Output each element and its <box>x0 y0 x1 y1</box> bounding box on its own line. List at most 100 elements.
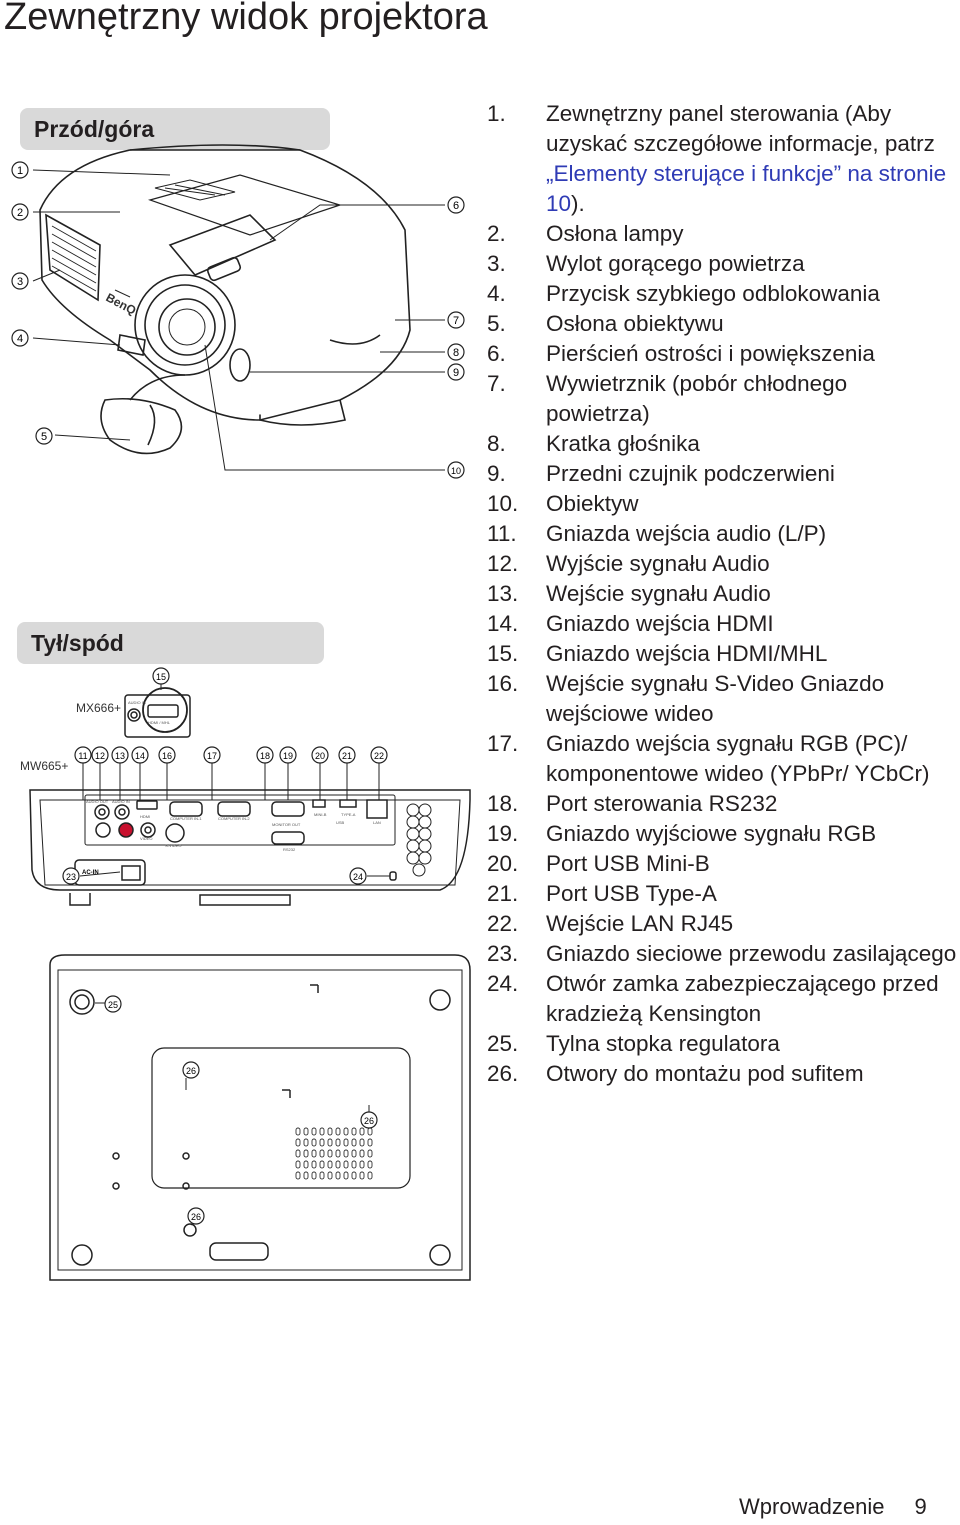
svg-text:26: 26 <box>191 1212 201 1222</box>
callout-1: 1 <box>11 161 29 179</box>
svg-text:4: 4 <box>17 333 23 345</box>
item-text: Gniazdo sieciowe przewodu zasilającego <box>546 941 957 966</box>
callout-2: 2 <box>11 203 29 221</box>
item-number: 12. <box>487 551 519 576</box>
item-number: 22. <box>487 911 519 936</box>
list-item: 4.Przycisk szybkiego odblokowania <box>487 279 957 309</box>
svg-text:17: 17 <box>207 751 217 761</box>
list-item: 18. Port sterowania RS232 <box>487 789 957 819</box>
callout-4: 4 <box>11 329 29 347</box>
list-item: 12. Wyjście sygnału Audio <box>487 549 957 579</box>
callout-26: 26 <box>182 1061 200 1079</box>
item-number: 25. <box>487 1031 519 1056</box>
item-number: 15. <box>487 641 519 666</box>
callout-19: 19 <box>279 746 297 764</box>
svg-text:21: 21 <box>342 751 352 761</box>
item-text: Gniazdo wejścia HDMI <box>546 611 774 636</box>
ceiling-mount-grille <box>295 1127 373 1180</box>
item-number: 18. <box>487 791 519 816</box>
list-item: 22.Wejście LAN RJ45 <box>487 909 957 939</box>
list-item: 16.Wejście sygnału S-Video Gniazdo wejśc… <box>487 669 957 729</box>
item-number: 17. <box>487 731 519 756</box>
callout-26: 26 <box>360 1111 378 1129</box>
item-text: Port USB Mini-B <box>546 851 710 876</box>
list-item: 15.Gniazdo wejścia HDMI/MHL <box>487 639 957 669</box>
callout-8: 8 <box>447 343 465 361</box>
svg-text:USB: USB <box>336 820 345 825</box>
svg-text:COMPUTER IN-2: COMPUTER IN-2 <box>218 816 250 821</box>
list-item: 24.Otwór zamka zabezpieczającego przed k… <box>487 969 957 1029</box>
svg-text:VIDEO: VIDEO <box>140 836 152 841</box>
callout-22: 22 <box>370 746 388 764</box>
rear-leader-lines <box>79 684 390 877</box>
svg-text:HDMI: HDMI <box>140 814 150 819</box>
svg-text:8: 8 <box>453 347 459 359</box>
front-leader-lines <box>32 169 445 471</box>
svg-text:11: 11 <box>78 751 87 761</box>
item-number: 26. <box>487 1061 519 1086</box>
list-item: 7.Wywietrznik (pobór chłodnego powietrza… <box>487 369 957 429</box>
svg-text:9: 9 <box>453 367 459 379</box>
list-item: 17.Gniazdo wejścia sygnału RGB (PC)/ kom… <box>487 729 957 789</box>
svg-text:26: 26 <box>186 1066 196 1076</box>
item-number: 6. <box>487 341 506 366</box>
svg-text:HDMI / MHL: HDMI / MHL <box>148 720 171 725</box>
svg-text:13: 13 <box>115 751 125 761</box>
item-text-end: ). <box>571 191 585 216</box>
back-section-heading: Tył/spód <box>17 622 324 664</box>
list-item: 10.Obiektyw <box>487 489 957 519</box>
item-text: Pierścień ostrości i powiększenia <box>546 341 875 366</box>
item-text: Otwory do montażu pod sufitem <box>546 1061 864 1086</box>
item-number: 5. <box>487 311 506 336</box>
item-text: Port USB Type-A <box>546 881 717 906</box>
cross-reference-link[interactable]: „Elementy sterujące i funkcje” na stroni… <box>546 161 947 216</box>
item-text: Otwór zamka zabezpieczającego przed krad… <box>546 971 939 1026</box>
callout-10: 10 <box>447 461 465 479</box>
front-section-heading: Przód/góra <box>20 108 330 150</box>
list-item: 2.Osłona lampy <box>487 219 957 249</box>
item-number: 4. <box>487 281 506 306</box>
list-item: 25.Tylna stopka regulatora <box>487 1029 957 1059</box>
svg-text:1: 1 <box>17 165 23 177</box>
list-item: 11.Gniazda wejścia audio (L/P) <box>487 519 957 549</box>
item-number: 19. <box>487 821 519 846</box>
svg-text:AUDIO IN: AUDIO IN <box>112 799 130 804</box>
page-number: 9 <box>914 1494 927 1519</box>
item-number: 14. <box>487 611 519 636</box>
item-text: Zewnętrzny panel sterowania (Aby uzyskać… <box>546 101 935 156</box>
list-item: 19. Gniazdo wyjściowe sygnału RGB <box>487 819 957 849</box>
item-number: 8. <box>487 431 506 456</box>
svg-text:24: 24 <box>353 872 363 882</box>
list-item: 21. Port USB Type-A <box>487 879 957 909</box>
list-item: 9.Przedni czujnik podczerwieni <box>487 459 957 489</box>
svg-text:LAN: LAN <box>373 820 381 825</box>
callout-13: 13 <box>111 746 129 764</box>
callout-3: 3 <box>11 272 29 290</box>
callout-14: 14 <box>131 746 149 764</box>
item-text: Osłona lampy <box>546 221 684 246</box>
svg-text:12: 12 <box>95 751 105 761</box>
item-text: Gniazdo wyjściowe sygnału RGB <box>546 821 877 846</box>
svg-text:TYPE-A: TYPE-A <box>341 812 356 817</box>
model-mx666-label: MX666+ <box>76 701 121 715</box>
svg-text:S-VIDEO: S-VIDEO <box>165 843 181 848</box>
item-text: Port sterowania RS232 <box>546 791 778 816</box>
svg-text:23: 23 <box>66 872 76 882</box>
item-number: 7. <box>487 371 506 396</box>
list-item: 26. Otwory do montażu pod sufitem <box>487 1059 957 1089</box>
list-item: 5. Osłona obiektywu <box>487 309 957 339</box>
item-number: 21. <box>487 881 519 906</box>
callout-12: 12 <box>91 746 109 764</box>
list-item: 20.Port USB Mini-B <box>487 849 957 879</box>
item-number: 10. <box>487 491 519 516</box>
projector-illustrations: BenQ <box>11 144 471 1281</box>
item-text: Osłona obiektywu <box>546 311 724 336</box>
callout-9: 9 <box>447 363 465 381</box>
svg-text:7: 7 <box>453 315 459 327</box>
list-item: 13.Wejście sygnału Audio <box>487 579 957 609</box>
item-text: Wyjście sygnału Audio <box>546 551 770 576</box>
svg-text:COMPUTER IN-1: COMPUTER IN-1 <box>170 816 202 821</box>
rear-panel-labels: AUDIO OUT AUDIO IN HDMI COMPUTER IN-1 CO… <box>20 700 381 876</box>
item-number: 13. <box>487 581 519 606</box>
